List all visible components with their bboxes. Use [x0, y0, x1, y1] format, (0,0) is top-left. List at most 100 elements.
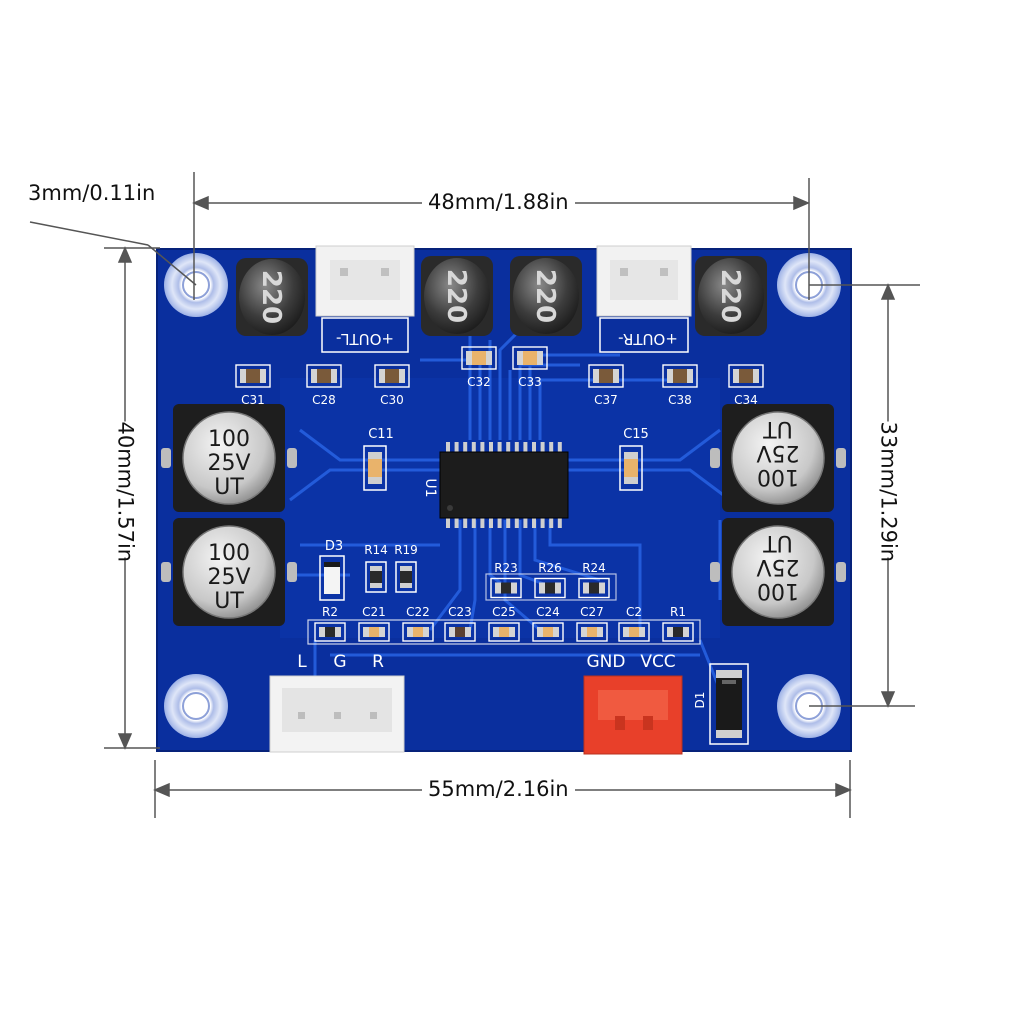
gnd-label: GND: [587, 652, 626, 672]
out-right-label: +OUTR-: [618, 330, 678, 348]
part-label-c22: C22: [406, 605, 430, 619]
cap-label-c38: C38: [668, 393, 692, 407]
part-r2: [314, 622, 346, 642]
part-label-c2: C2: [626, 605, 642, 619]
capacitor-text: 25V: [756, 554, 799, 579]
silk-bottom-row: [307, 619, 701, 645]
ic-pin-top: [463, 442, 468, 454]
capacitor-text: 25V: [207, 565, 250, 590]
inductor-label: 220: [715, 269, 745, 323]
d1-label: D1: [693, 692, 707, 709]
mount-hole-bl: [164, 674, 228, 738]
amplifier-ic: [439, 442, 569, 528]
silk-out-right: [599, 317, 689, 353]
ic-pin-bottom: [454, 516, 459, 528]
out-left-label: +OUTL-: [336, 330, 394, 348]
cap-label-c34: C34: [734, 393, 758, 407]
ic-pin-top: [489, 442, 493, 454]
capacitor-text: UT: [214, 589, 244, 614]
vcc-label: VCC: [640, 652, 675, 672]
c15-part: [619, 445, 643, 491]
out-right-connector: [596, 245, 692, 317]
capacitor-text: 100: [757, 464, 799, 489]
cap-c33: [512, 346, 548, 370]
capacitor-text: 25V: [207, 451, 250, 476]
cap-c37: [588, 364, 624, 388]
inductor-3: 220: [510, 256, 582, 336]
dim-bottom-width-label: 55mm/2.16in: [422, 779, 575, 800]
part-c25: [488, 622, 520, 642]
capacitor-text: UT: [763, 416, 793, 441]
res-label-r24: R24: [582, 561, 606, 575]
ic-pin-top: [446, 442, 450, 454]
out-left-connector: [315, 245, 415, 317]
part-label-c23: C23: [448, 605, 472, 619]
ic-pin-bottom: [549, 516, 554, 528]
inductor-4: 220: [695, 256, 767, 336]
diode-d1: [709, 663, 749, 745]
d3-part: [319, 555, 345, 601]
inductor-label: 220: [441, 269, 471, 323]
cap-c31: [235, 364, 271, 388]
r19-part: [395, 561, 417, 593]
cap-label-c33: C33: [518, 375, 542, 389]
part-label-c27: C27: [580, 605, 604, 619]
ic-pin-top: [454, 442, 459, 454]
cap-label-c28: C28: [312, 393, 336, 407]
res-label-r26: R26: [538, 561, 562, 575]
cap-c30: [374, 364, 410, 388]
inductor-label: 220: [530, 269, 560, 323]
part-c2: [618, 622, 650, 642]
input-connector: [269, 675, 405, 753]
ic-pin-bottom: [463, 516, 468, 528]
ic-pin-bottom: [471, 516, 476, 528]
part-c22: [402, 622, 434, 642]
res-r26: [534, 577, 566, 599]
ic-pin-bottom: [489, 516, 493, 528]
power-connector: [583, 675, 683, 755]
dim-hole-label: 3mm/0.11in: [28, 181, 156, 205]
input-label-g: G: [333, 652, 346, 672]
inductor-1: 220: [236, 258, 308, 336]
part-c27: [576, 622, 608, 642]
part-c21: [358, 622, 390, 642]
ic-pin-bottom: [532, 516, 536, 528]
input-label-l: L: [297, 652, 307, 672]
cap-label-c32: C32: [467, 375, 491, 389]
ic-pin-top: [540, 442, 545, 454]
ic-pin-bottom: [514, 516, 519, 528]
dim-right-height-label: 33mm/1.29in: [875, 421, 901, 563]
ic-pin-top: [514, 442, 519, 454]
res-label-r23: R23: [494, 561, 518, 575]
ic-pin-bottom: [506, 516, 511, 528]
part-label-r2: R2: [322, 605, 338, 619]
r19-label: R19: [394, 543, 418, 557]
silk-mid-res: [485, 573, 617, 601]
capacitor-text: UT: [763, 530, 793, 555]
capacitor-text: 100: [208, 427, 250, 452]
silk-out-left: [321, 317, 409, 353]
r14-label: R14: [364, 543, 388, 557]
ic-pin-top: [549, 442, 554, 454]
ic-pin-top: [557, 442, 562, 454]
c11-part: [363, 445, 387, 491]
input-label-r: R: [372, 652, 384, 672]
cap-label-c31: C31: [241, 393, 265, 407]
capacitor-text: 25V: [756, 440, 799, 465]
capacitor-text: 100: [757, 578, 799, 603]
res-r24: [578, 577, 610, 599]
c15-label: C15: [623, 427, 649, 442]
cap-label-c37: C37: [594, 393, 618, 407]
part-c24: [532, 622, 564, 642]
inductor-label: 220: [256, 270, 286, 324]
cap-c28: [306, 364, 342, 388]
dim-top-width-label: 48mm/1.88in: [422, 192, 575, 213]
part-label-c25: C25: [492, 605, 516, 619]
